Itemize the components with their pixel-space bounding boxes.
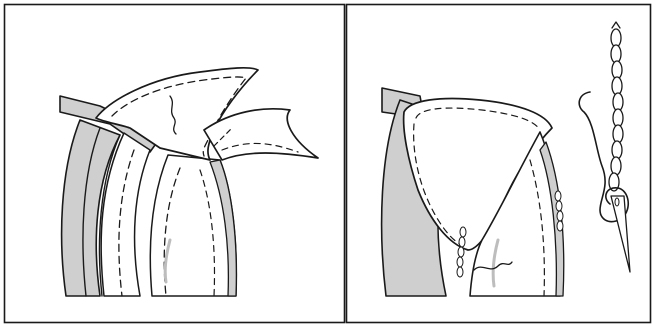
panel-left [5,5,345,323]
needle-eye [615,198,619,206]
panel-right [347,5,651,323]
